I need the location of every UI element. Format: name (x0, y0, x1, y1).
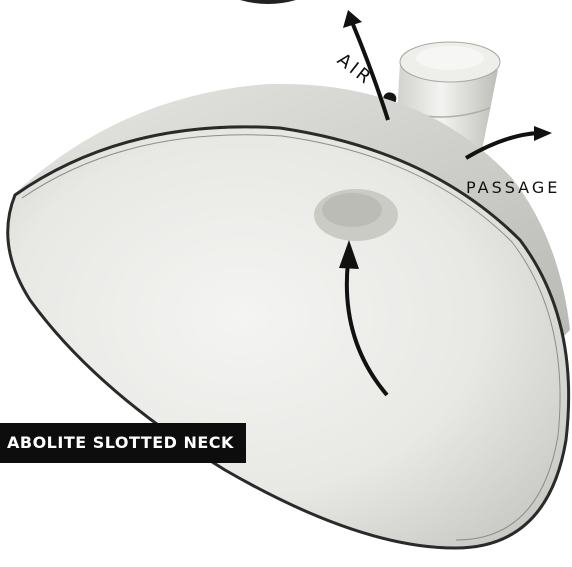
air-label: AIR (333, 49, 377, 90)
arrowhead (534, 126, 552, 141)
passage-label: PASSAGE (466, 178, 560, 197)
top-edge-mark (240, 0, 296, 4)
caption-label: ABOLITE SLOTTED NECK (0, 423, 246, 463)
socket-opening (314, 189, 398, 241)
